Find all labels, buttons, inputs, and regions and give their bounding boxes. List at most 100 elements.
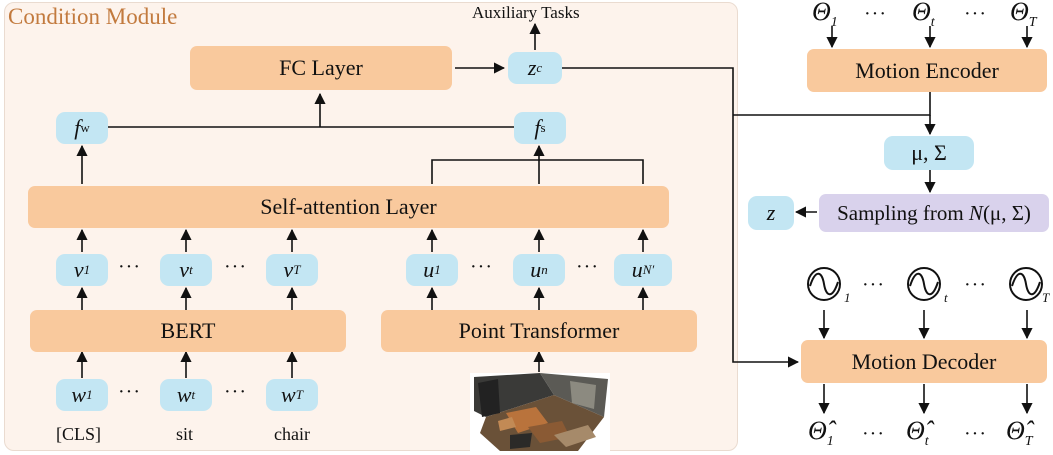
wT-base: w: [281, 382, 296, 407]
theta-ellipsis-1: ···: [864, 3, 887, 25]
vT-sub: T: [293, 262, 301, 277]
theta-in-1-sub: 1: [830, 15, 838, 31]
w1-base: w: [71, 382, 87, 407]
noise-wave-icon: [907, 267, 941, 301]
un-base: u: [530, 257, 542, 282]
un-sub: n: [541, 262, 548, 277]
uN-base: u: [631, 257, 643, 282]
theta-out-t-base: Θ̂: [906, 416, 925, 445]
vt-sub: t: [189, 262, 193, 277]
wT-sub: T: [295, 387, 303, 402]
self-attention-block: Self-attention Layer: [28, 186, 669, 228]
v-ellipsis-1: ···: [118, 256, 141, 278]
word-sit: sit: [176, 424, 194, 444]
noise-sub-T: T: [1042, 290, 1050, 305]
noise-ellipsis-2: ···: [964, 274, 987, 296]
motion-encoder-label: Motion Encoder: [855, 57, 999, 83]
point-cloud-scene-image: [470, 373, 610, 453]
w-ellipsis-1: ···: [118, 381, 141, 403]
wt-sub: t: [191, 387, 196, 402]
point-transformer-block: Point Transformer: [381, 310, 697, 352]
w1-sub: 1: [86, 387, 93, 402]
point-transformer-label: Point Transformer: [458, 318, 620, 343]
word-chair: chair: [274, 424, 310, 444]
noise-wave-icon: [807, 267, 841, 301]
theta-in-T-base: Θ: [1010, 0, 1029, 26]
mu-sigma-token: μ, Σ: [884, 136, 974, 170]
noise-input-1: [806, 264, 846, 309]
theta-in-t-sub: t: [930, 15, 935, 31]
u1-base: u: [423, 257, 435, 282]
fw-sub: w: [80, 120, 90, 135]
theta-in-t-base: Θ: [912, 0, 931, 26]
sampling-prefix: Sampling from: [837, 200, 969, 225]
theta-input-T: ΘT: [1010, 0, 1037, 31]
vt-base: v: [179, 257, 190, 282]
self-attention-label: Self-attention Layer: [260, 194, 437, 219]
theta-input-t: Θt: [912, 0, 935, 31]
word-cls: [CLS]: [56, 424, 101, 444]
fw-base: f: [74, 115, 81, 140]
u1-sub: 1: [434, 262, 441, 277]
noise-ellipsis-1: ···: [862, 274, 885, 296]
noise-sub-1: 1: [844, 290, 851, 305]
v1-sub: 1: [83, 262, 91, 277]
noise-input-T: [1008, 264, 1048, 309]
noise-sub-t: t: [944, 290, 948, 305]
noise-input-t: [906, 264, 946, 309]
theta-in-1-base: Θ: [812, 0, 831, 26]
sampling-args: (μ, Σ): [982, 200, 1031, 225]
theta-out-ellipsis-2: ···: [964, 423, 987, 445]
fs-base: f: [534, 115, 541, 140]
fc-layer-block: FC Layer: [190, 46, 452, 90]
sampling-n: N: [968, 200, 983, 225]
theta-output-t: Θ̂t: [906, 416, 929, 450]
noise-wave-icon: [1009, 267, 1043, 301]
wt-base: w: [176, 382, 192, 407]
motion-decoder-block: Motion Decoder: [801, 340, 1047, 383]
bert-block: BERT: [30, 310, 346, 352]
v-ellipsis-2: ···: [224, 256, 247, 278]
uN-sub: N′: [642, 262, 655, 277]
zc-sub: c: [536, 60, 543, 75]
theta-out-T-sub: T: [1024, 434, 1033, 450]
u-ellipsis-2: ···: [576, 256, 599, 278]
u-ellipsis-1: ···: [470, 256, 493, 278]
theta-input-1: Θ1: [812, 0, 838, 31]
theta-ellipsis-2: ···: [964, 3, 987, 25]
theta-out-1-sub: 1: [826, 434, 834, 450]
theta-output-1: Θ̂1: [808, 416, 834, 450]
fc-layer-label: FC Layer: [279, 55, 363, 80]
v1-base: v: [73, 257, 84, 282]
sampling-block: Sampling from N(μ, Σ): [819, 194, 1049, 232]
theta-out-T-base: Θ̂: [1006, 416, 1025, 445]
zc-base: z: [527, 55, 537, 80]
theta-out-ellipsis-1: ···: [862, 423, 885, 445]
fs-sub: s: [540, 120, 546, 135]
theta-out-t-sub: t: [924, 434, 929, 450]
w-ellipsis-2: ···: [224, 381, 247, 403]
theta-in-T-sub: T: [1028, 15, 1037, 31]
theta-out-1-base: Θ̂: [808, 416, 827, 445]
theta-output-T: Θ̂T: [1006, 416, 1033, 450]
bert-label: BERT: [160, 318, 216, 343]
condition-module-title: Condition Module: [8, 4, 178, 29]
vT-base: v: [283, 257, 294, 282]
z-token: z: [748, 196, 794, 230]
auxiliary-tasks-label: Auxiliary Tasks: [472, 3, 580, 22]
motion-encoder-block: Motion Encoder: [807, 49, 1047, 92]
